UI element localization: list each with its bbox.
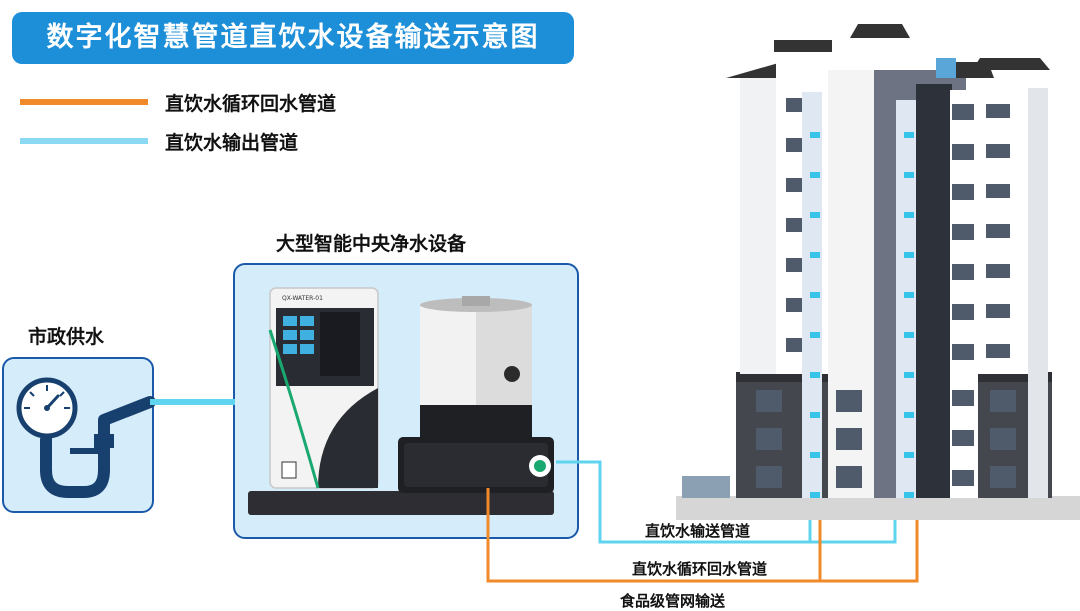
legend-output-label: 直饮水输出管道 [165, 132, 299, 154]
pressure-gauge-icon [16, 377, 156, 498]
legend-return-swatch [20, 99, 148, 105]
diagram-title: 数字化智慧管道直饮水设备输送示意图 [12, 12, 574, 64]
output-pipe-label: 直饮水输送管道 [645, 522, 751, 540]
device-model-label: QX-WATER-01 [282, 295, 323, 302]
legend-output-swatch [20, 138, 148, 144]
equipment-base [248, 491, 554, 515]
return-pipe-label: 直饮水循环回水管道 [632, 560, 768, 578]
control-cabinet [268, 287, 379, 489]
municipal-label: 市政供水 [28, 326, 105, 348]
storage-tank [420, 296, 532, 437]
building [676, 24, 1080, 520]
network-label: 食品级管网输送 [620, 592, 726, 610]
equipment-label: 大型智能中央净水设备 [276, 233, 467, 255]
legend-return-label: 直饮水循环回水管道 [165, 93, 337, 115]
municipal-box [2, 357, 154, 513]
base-cabinet [398, 437, 554, 493]
